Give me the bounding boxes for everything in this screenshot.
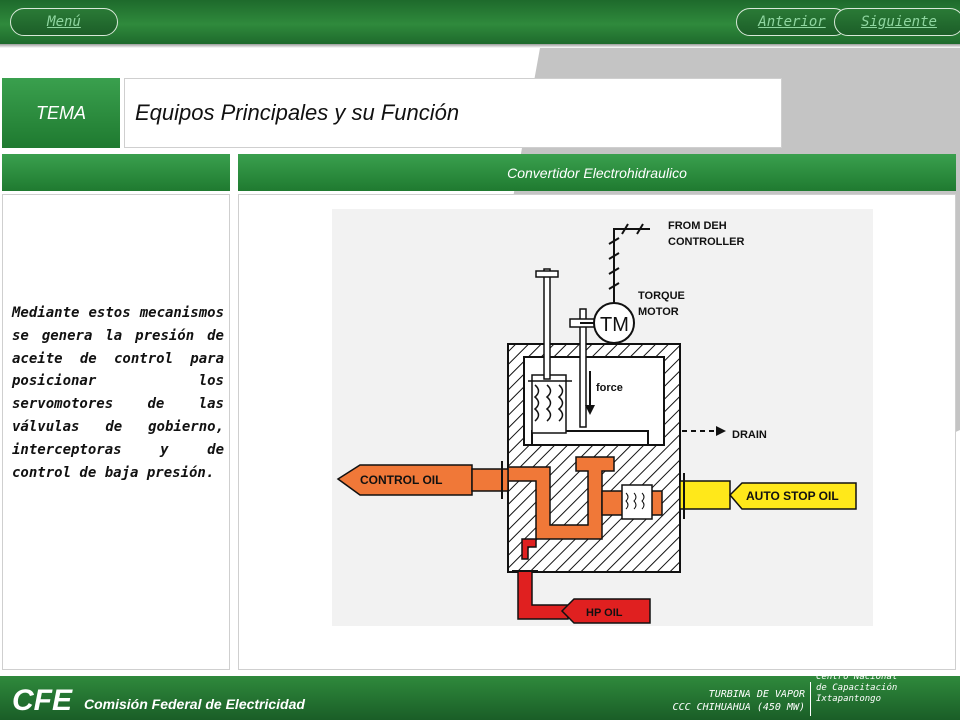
check-valve — [621, 484, 653, 520]
deh-signal-line — [613, 228, 650, 303]
turbina-line1: TURBINA DE VAPOR — [708, 689, 805, 700]
plunger-rod — [543, 268, 551, 380]
controller-label: CONTROLLER — [668, 236, 744, 248]
cfe-logo-icon: CFE — [12, 684, 73, 716]
spring-assembly — [528, 374, 572, 434]
drain-label: DRAIN — [732, 429, 767, 441]
force-label: force — [596, 382, 623, 394]
left-header-bar — [2, 154, 230, 191]
torque-label: TORQUE — [638, 290, 685, 302]
turbina-info: TURBINA DE VAPOR CCC CHIHUAHUA (450 MW) — [673, 688, 805, 714]
menu-button[interactable]: Menú — [10, 8, 118, 36]
previous-button[interactable]: Anterior — [736, 8, 848, 36]
plunger-cap — [535, 270, 559, 278]
control-oil-label: CONTROL OIL — [360, 473, 442, 487]
diagram-title: Convertidor Electrohidraulico — [238, 154, 956, 191]
tm-label: TM — [600, 314, 629, 336]
flapper-plate — [531, 430, 649, 446]
converter-diagram: TM FROM DEH CONTROLLER TORQUE MOTOR forc… — [332, 209, 873, 626]
auto-stop-oil-label: AUTO STOP OIL — [746, 489, 839, 503]
top-bar-shadow — [0, 44, 960, 48]
next-button[interactable]: Siguiente — [834, 8, 960, 36]
footer-bar — [0, 676, 960, 720]
description-panel — [2, 194, 230, 670]
auto-stop-oil-arrow — [728, 482, 857, 510]
company-name: Comisión Federal de Electricidad — [84, 696, 305, 712]
motor-label: MOTOR — [638, 306, 679, 318]
svg-text:CFE: CFE — [12, 684, 73, 716]
page-title: Equipos Principales y su Función — [124, 78, 782, 148]
footer-divider — [810, 682, 811, 716]
torque-stem — [579, 308, 587, 428]
turbina-line2: CCC CHIHUAHUA (450 MW) — [672, 702, 805, 713]
hp-oil-label: HP OIL — [586, 607, 623, 619]
centro-text: Centro Nacional de Capacitación Ixtapant… — [816, 676, 898, 704]
from-deh-label: FROM DEH — [668, 220, 727, 232]
centro-info: Centro Nacional de Capacitación Ixtapant… — [816, 676, 906, 720]
hp-oil-arrow — [560, 598, 651, 624]
description-text: Mediante estos mecanismos se genera la p… — [12, 305, 224, 481]
tema-label: TEMA — [2, 78, 120, 148]
signal-ticks — [608, 223, 644, 290]
